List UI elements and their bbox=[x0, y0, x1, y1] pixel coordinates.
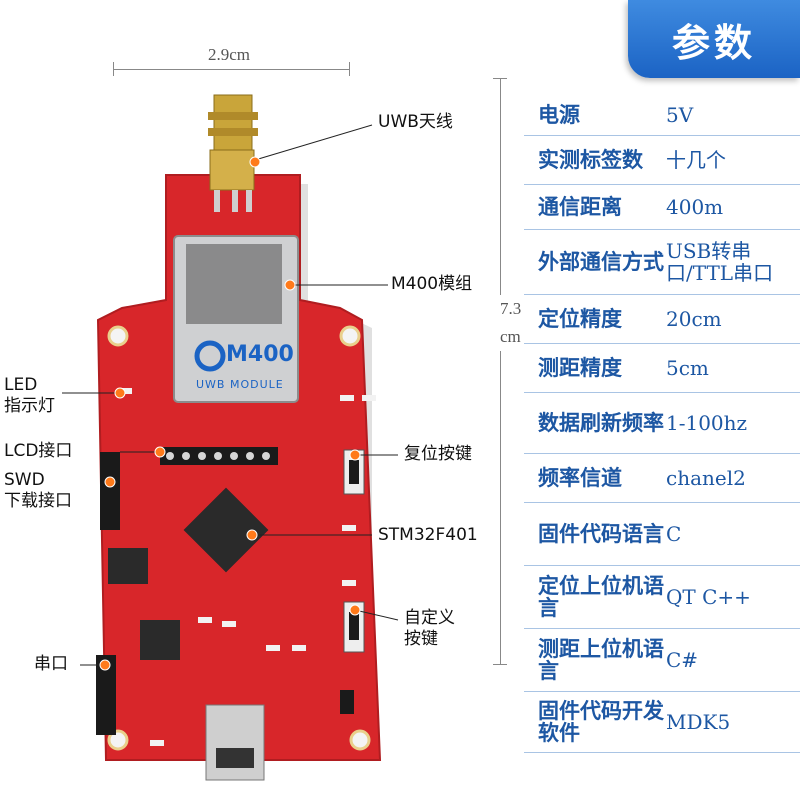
spec-value: 1-100hz bbox=[666, 411, 748, 435]
spec-value: 十几个 bbox=[666, 148, 726, 172]
title-banner: 参数 bbox=[628, 0, 800, 78]
spec-key: 测距精度 bbox=[538, 356, 622, 380]
height-tick-top bbox=[493, 78, 507, 79]
spec-value: 400m bbox=[666, 195, 724, 219]
spec-row: 测距精度 5cm bbox=[524, 344, 800, 393]
height-dimension-line bbox=[500, 78, 501, 665]
spec-key: 实测标签数 bbox=[538, 148, 643, 172]
spec-key: 测距上位机语言 bbox=[538, 637, 664, 683]
spec-key: 数据刷新频率 bbox=[538, 411, 664, 435]
height-tick-bottom bbox=[493, 664, 507, 665]
spec-row: 通信距离 400m bbox=[524, 185, 800, 230]
module-brand: M400 bbox=[226, 342, 294, 367]
spec-value: 5cm bbox=[666, 356, 709, 380]
led-label: LED 指示灯 bbox=[4, 375, 55, 416]
spec-key: 定位上位机语言 bbox=[538, 574, 664, 620]
page-title: 参数 bbox=[671, 20, 756, 65]
spec-key: 固件代码语言 bbox=[538, 522, 664, 546]
module-caption: UWB MODULE bbox=[196, 378, 284, 391]
antenna-label: UWB天线 bbox=[378, 112, 453, 132]
spec-row: 定位精度 20cm bbox=[524, 295, 800, 344]
width-tick-right bbox=[349, 62, 350, 76]
serial-label: 串口 bbox=[34, 654, 68, 674]
spec-key: 电源 bbox=[538, 103, 580, 127]
spec-key: 定位精度 bbox=[538, 307, 622, 331]
callout-lines bbox=[62, 124, 399, 671]
module-label: M400模组 bbox=[391, 274, 473, 294]
width-dimension-label: 2.9cm bbox=[208, 45, 251, 64]
spec-value: C bbox=[666, 522, 682, 546]
custom-key-label: 自定义 按键 bbox=[404, 608, 455, 649]
swd-label: SWD 下载接口 bbox=[4, 470, 72, 511]
spec-key: 通信距离 bbox=[538, 195, 622, 219]
width-tick-left bbox=[113, 62, 114, 76]
mcu-label: STM32F401 bbox=[378, 525, 478, 545]
reset-label: 复位按键 bbox=[404, 444, 472, 464]
width-dimension-line bbox=[113, 69, 350, 70]
pcb-board bbox=[96, 94, 382, 781]
board-photo: 2.9cm 7.3 cm bbox=[4, 45, 522, 781]
spec-key: 外部通信方式 bbox=[538, 250, 664, 274]
spec-value: 5V bbox=[666, 103, 694, 127]
spec-value: USB转串口/TTL串口 bbox=[666, 239, 774, 285]
height-dimension-label: 7.3 cm bbox=[500, 295, 522, 351]
spec-value: MDK5 bbox=[666, 710, 731, 734]
spec-value: 20cm bbox=[666, 307, 722, 331]
spec-row: 实测标签数十几个 bbox=[524, 136, 800, 185]
spec-row: 频率信道 chanel2 bbox=[524, 454, 800, 503]
spec-key: 频率信道 bbox=[538, 466, 622, 490]
spec-value: C# bbox=[666, 648, 699, 672]
spec-value: chanel2 bbox=[666, 466, 746, 490]
lcd-label: LCD接口 bbox=[4, 441, 73, 461]
spec-value: QT C++ bbox=[666, 585, 751, 609]
spec-row: 电源 5V bbox=[524, 95, 800, 136]
spec-key: 固件代码开发软件 bbox=[538, 699, 664, 745]
